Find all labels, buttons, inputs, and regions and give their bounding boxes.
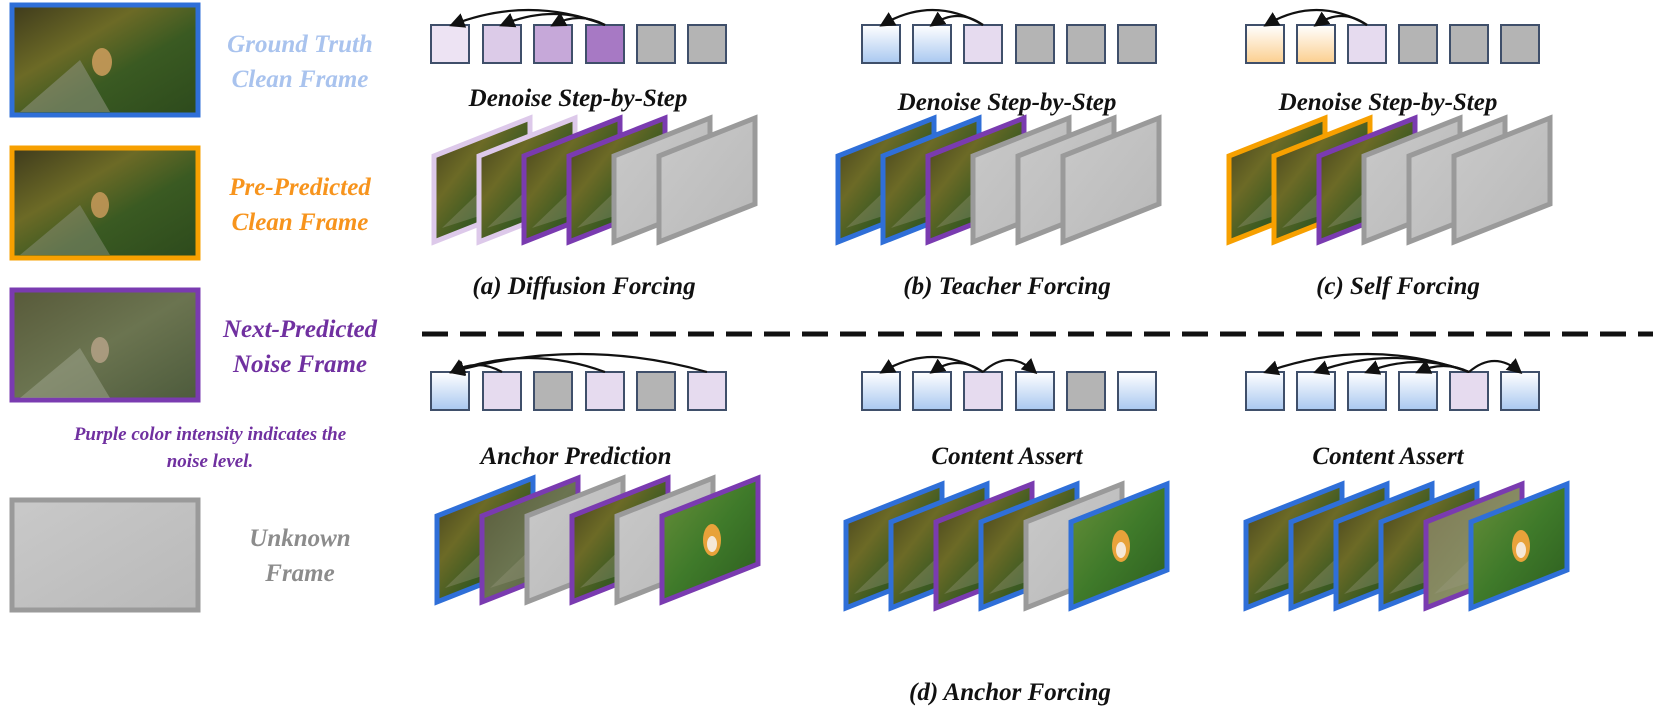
frame [659,474,761,606]
frame [1468,480,1570,612]
panel-a-boxes [430,24,727,64]
token-box [687,371,727,411]
token-box [1296,24,1336,64]
token-box [1117,24,1157,64]
panel-d2-step-label: Content Assert [931,443,1083,470]
token-box [585,24,625,64]
legend-next-predicted-line1: Next-Predicted [222,316,378,343]
legend-next-predicted: Next-Predicted Noise Frame [9,287,378,403]
token-box [430,24,470,64]
legend-note-line1: Purple color intensity indicates the [73,424,347,445]
token-box [912,24,952,64]
token-box [912,371,952,411]
token-box [533,371,573,411]
legend-ground-truth-line1: Ground Truth [227,31,373,58]
panel-a-step-label: Denoise Step-by-Step [468,85,688,112]
legend-pre-predicted-line1: Pre-Predicted [228,174,371,201]
legend-unknown: Unknown Frame [9,497,351,613]
legend-next-predicted-line2: Noise Frame [232,351,367,378]
panel-d1-step-label: Anchor Prediction [479,443,672,470]
panel-c-boxes [1245,24,1540,64]
legend-unknown-line2: Frame [264,560,334,587]
panel-d2-arrow [982,357,1038,375]
token-box [1347,371,1387,411]
legend-pre-predicted-line2: Clean Frame [232,209,369,236]
token-box [861,24,901,64]
token-box [1015,371,1055,411]
frame-image [656,114,758,246]
panel-d-caption: (d) Anchor Forcing [909,679,1111,706]
unknown-thumbnail [9,497,201,613]
legend-ground-truth: Ground Truth Clean Frame [9,2,373,118]
token-box [1449,371,1489,411]
frame-image [1451,114,1553,246]
token-box [1449,24,1489,64]
token-box [861,371,901,411]
panel-a-caption: (a) Diffusion Forcing [472,273,695,300]
frame [656,114,758,246]
token-box [687,24,727,64]
panel-c-step-label: Denoise Step-by-Step [1278,89,1498,116]
token-box [1347,24,1387,64]
token-box [963,371,1003,411]
panel-d1-boxes [430,371,727,411]
token-box [482,24,522,64]
legend-unknown-line1: Unknown [249,525,350,552]
token-box [585,371,625,411]
token-box [1117,371,1157,411]
panel-d1-arrow [449,352,708,377]
token-box [636,371,676,411]
token-box [636,24,676,64]
panel-b-step-label: Denoise Step-by-Step [897,89,1117,116]
panel-b-boxes [861,24,1157,64]
token-box [1245,24,1285,64]
panel-c-arrow [1313,11,1368,27]
token-box [533,24,573,64]
legend-pre-predicted: Pre-Predicted Clean Frame [9,145,371,261]
panel-d3-arrow [1415,359,1470,374]
token-box [963,24,1003,64]
panel-d2-boxes [861,371,1157,411]
frame-image [1060,114,1162,246]
token-box [1066,371,1106,411]
panel-d3-arrow [1468,358,1523,375]
token-box [482,371,522,411]
token-box [430,371,470,411]
token-box [1500,371,1540,411]
panel-b-caption: (b) Teacher Forcing [903,273,1110,300]
frame [1068,480,1170,612]
token-box [1066,24,1106,64]
legend-ground-truth-line2: Clean Frame [232,66,369,93]
panel-d3-boxes [1245,371,1540,411]
legend: Ground Truth Clean Frame Pre-Predicted C… [9,2,378,613]
panel-c-frames [1226,114,1553,246]
legend-note-line2: noise level. [167,451,254,472]
panel-d2-arrow [929,358,984,374]
panel-c-caption: (c) Self Forcing [1316,273,1480,300]
panel-b-frames [835,114,1162,246]
dynamic-layer [430,8,1570,612]
frame [1060,114,1162,246]
panel-d2-frames [843,480,1170,612]
panel-d3-frames [1243,480,1570,612]
panel-a-frames [431,114,758,246]
panel-d1-frames [434,474,761,606]
token-box [1245,371,1285,411]
panel-d1-arrow [449,359,503,374]
panel-d3-step-label: Content Assert [1312,443,1464,470]
token-box [1500,24,1540,64]
token-box [1398,24,1438,64]
panel-a-arrow [550,12,606,27]
panel-b-arrow [929,11,984,27]
frame [1451,114,1553,246]
token-box [1296,371,1336,411]
token-box [1015,24,1055,64]
token-box [1398,371,1438,411]
